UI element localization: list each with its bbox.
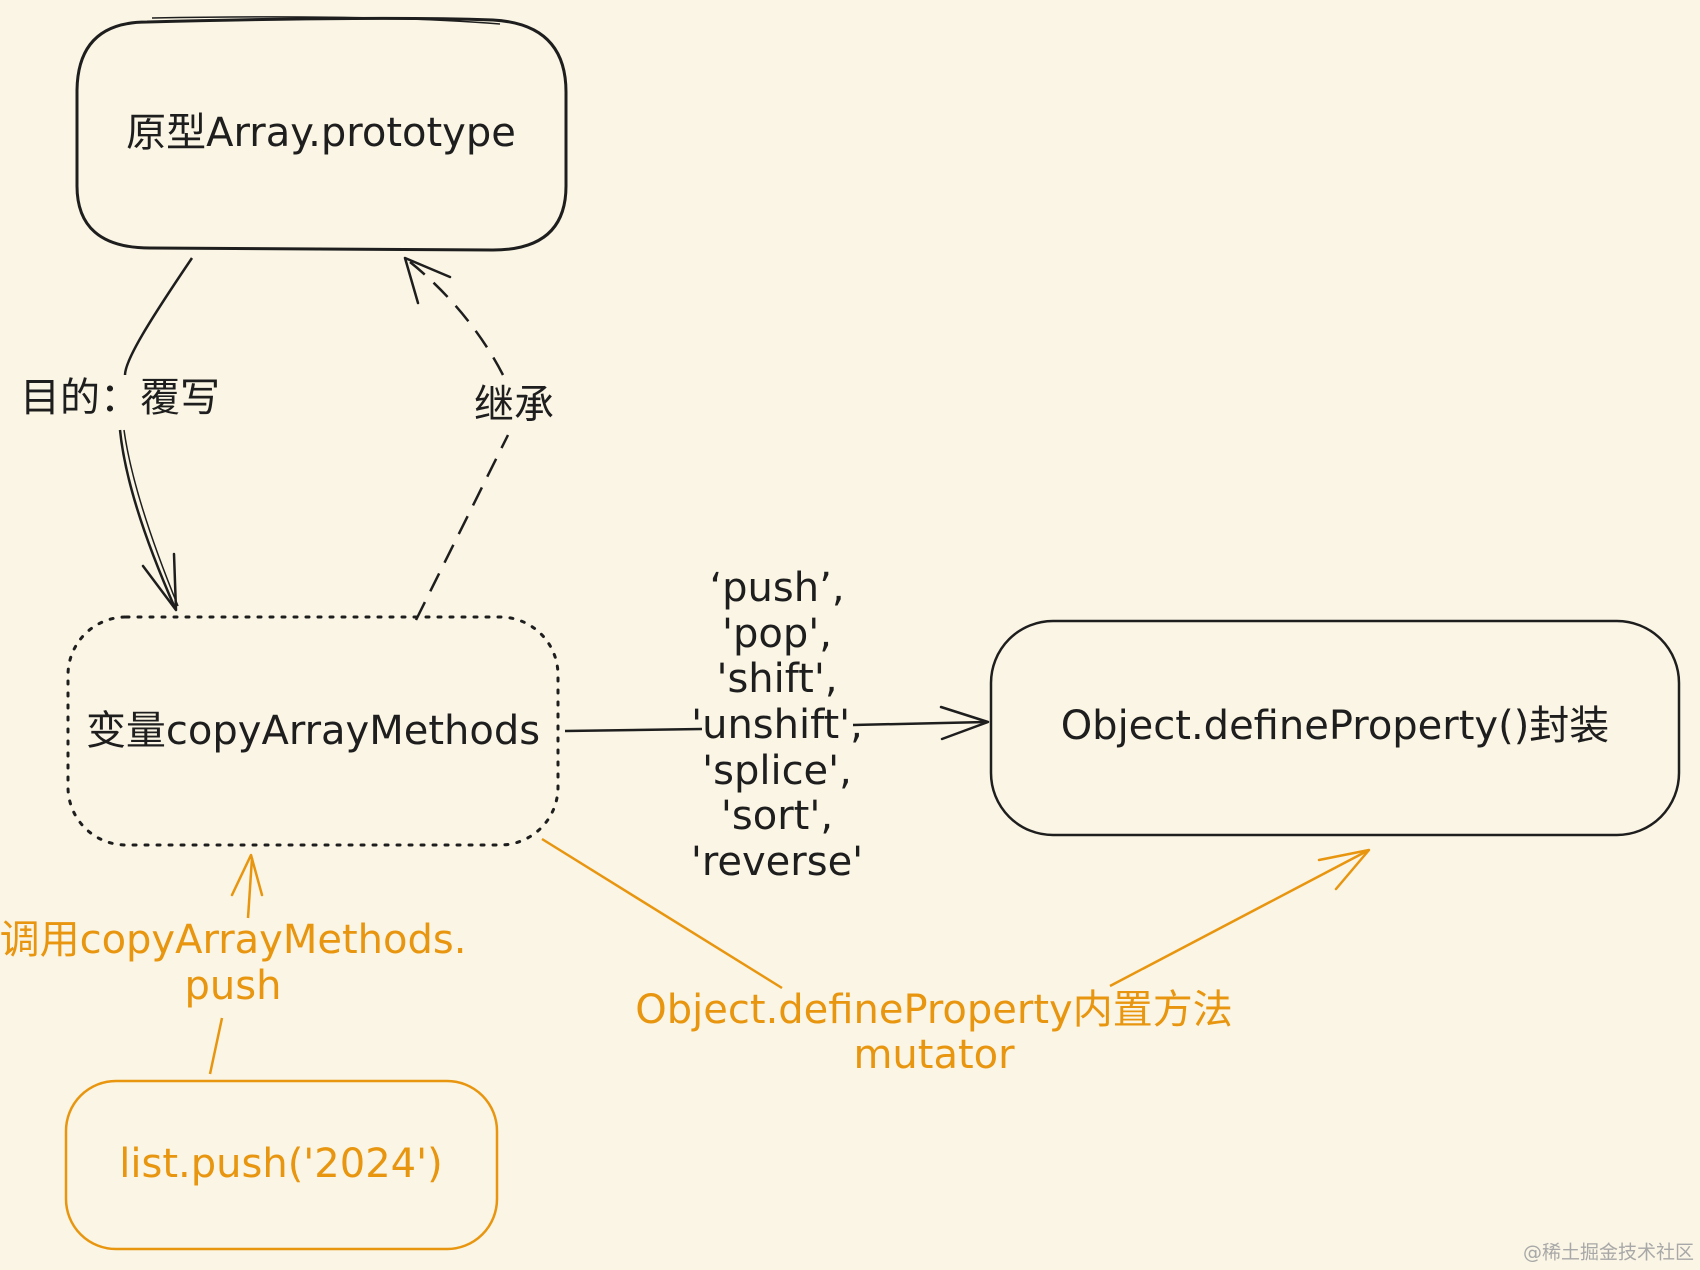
call-label: 调用copyArrayMethods. [0, 917, 466, 963]
methods-line [564, 727, 703, 733]
mutator-label: mutator [853, 1032, 1015, 1078]
define-property-box [989, 619, 1681, 837]
inherit-arrowhead [403, 256, 452, 305]
inherit-line [414, 434, 510, 621]
override-line-sketch [123, 429, 179, 607]
prototype-box-sketch-line [151, 16, 501, 25]
mutator-edge: Object.defineProperty内置方法 mutator [541, 837, 1371, 1078]
method-name: 'splice', [702, 748, 852, 794]
override-line [123, 257, 194, 376]
list-push-label: list.push('2024') [119, 1141, 442, 1187]
list-push-node[interactable]: list.push('2024') [64, 1079, 499, 1251]
override-label: 目的：覆写 [20, 375, 220, 421]
method-name: 'sort', [721, 793, 833, 839]
inherit-line [409, 261, 505, 376]
method-name: ‘push’, [709, 565, 844, 611]
watermark: @稀土掘金技术社区 [1523, 1242, 1694, 1264]
prototype-node[interactable]: 原型Array.prototype [75, 16, 568, 252]
method-name: 'reverse' [691, 839, 863, 885]
method-name: 'pop', [722, 611, 832, 657]
method-name: 'shift', [716, 656, 837, 702]
methods-edge: ‘push’, 'pop', 'shift', 'unshift', 'spli… [564, 565, 990, 885]
mutator-label: Object.defineProperty内置方法 [635, 987, 1232, 1033]
mutator-line [541, 837, 783, 990]
mutator-line [1109, 848, 1370, 988]
override-line [118, 429, 177, 609]
call-line [246, 857, 254, 919]
call-arrowhead [230, 853, 264, 897]
copy-methods-label: 变量copyArrayMethods [86, 708, 540, 754]
inherit-edge: 继承 [403, 256, 554, 621]
methods-line [852, 720, 987, 727]
call-line [208, 1017, 224, 1075]
call-label: push [185, 963, 282, 1009]
copy-methods-box [66, 615, 560, 847]
call-edge: 调用copyArrayMethods. push [0, 853, 466, 1075]
method-name: 'unshift', [691, 702, 863, 748]
define-property-label: Object.defineProperty()封装 [1061, 703, 1610, 749]
define-property-node[interactable]: Object.defineProperty()封装 [989, 619, 1681, 837]
override-arrowhead [141, 552, 178, 612]
inherit-label: 继承 [474, 382, 554, 428]
prototype-label: 原型Array.prototype [126, 110, 516, 156]
mutator-arrowhead [1317, 848, 1371, 891]
copy-methods-node[interactable]: 变量copyArrayMethods [66, 615, 560, 847]
methods-arrowhead [939, 705, 990, 741]
list-push-box [64, 1079, 499, 1251]
override-edge: 目的：覆写 [20, 257, 220, 612]
